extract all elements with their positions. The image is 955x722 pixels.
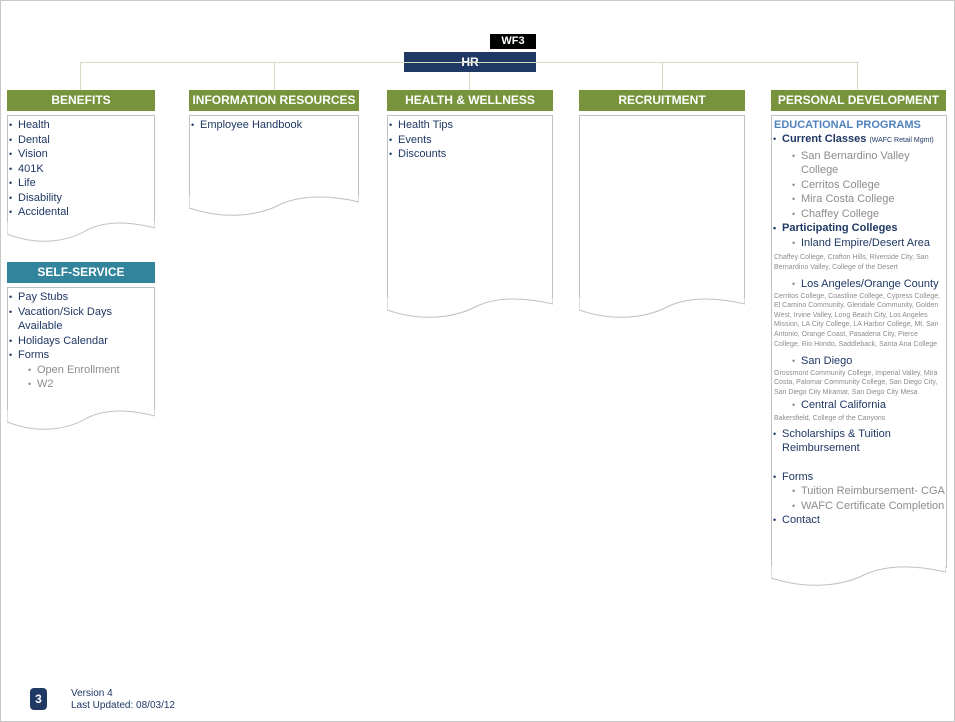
list-item[interactable]: Disability bbox=[8, 191, 154, 206]
personal-dev-list-2: Scholarships & Tuition Reimbursement For… bbox=[772, 427, 946, 528]
wave-bottom bbox=[771, 566, 946, 586]
wave-bottom bbox=[7, 410, 155, 430]
form-item[interactable]: WAFC Certificate Completion bbox=[772, 499, 946, 514]
area-item[interactable]: Los Angeles/Orange County bbox=[772, 277, 946, 292]
health-wellness-header[interactable]: HEALTH & WELLNESS bbox=[387, 90, 553, 111]
area-list: Los Angeles/Orange County bbox=[772, 277, 946, 292]
list-item[interactable]: 401K bbox=[8, 162, 154, 177]
college-item[interactable]: San Bernardino Valley College bbox=[772, 149, 946, 178]
list-item[interactable]: Discounts bbox=[388, 147, 552, 162]
list-item[interactable]: Dental bbox=[8, 133, 154, 148]
list-sub-item[interactable]: W2 bbox=[8, 377, 154, 392]
area-college-list: Chaffey College, Crafton Hills, Riversid… bbox=[774, 254, 929, 271]
health-wellness-card: Health Tips Events Discounts bbox=[387, 115, 553, 318]
list-item[interactable]: Life bbox=[8, 176, 154, 191]
connector-horizontal bbox=[80, 62, 859, 63]
wf3-tag: WF3 bbox=[490, 34, 536, 49]
area-college-list: Grossmont Community College, Imperial Va… bbox=[774, 369, 938, 396]
list-item[interactable]: Pay Stubs bbox=[8, 290, 154, 305]
list-item[interactable]: Health bbox=[8, 118, 154, 133]
wave-bottom bbox=[7, 222, 155, 242]
area-college-list: Bakersfield, College of the Canyons bbox=[774, 415, 886, 423]
connector-benefits bbox=[80, 62, 81, 90]
wave-bottom bbox=[189, 196, 359, 216]
area-item[interactable]: San Diego bbox=[772, 354, 946, 369]
participating-colleges-item[interactable]: Participating Colleges bbox=[772, 221, 946, 236]
list-item[interactable]: Vision bbox=[8, 147, 154, 162]
personal-dev-header[interactable]: PERSONAL DEVELOPMENT bbox=[771, 90, 946, 111]
version-text: Version 4 bbox=[71, 688, 113, 699]
connector-info-resources bbox=[274, 62, 275, 90]
self-service-header[interactable]: SELF-SERVICE bbox=[7, 262, 155, 283]
list-item[interactable]: Health Tips bbox=[388, 118, 552, 133]
benefits-card: Health Dental Vision 401K Life Disabilit… bbox=[7, 115, 155, 242]
area-list: Central California bbox=[772, 398, 946, 413]
area-item[interactable]: Inland Empire/Desert Area bbox=[772, 236, 946, 251]
current-classes-label: Current Classes bbox=[782, 133, 867, 145]
self-service-list: Pay Stubs Vacation/Sick Days Available H… bbox=[8, 288, 154, 392]
wave-bottom bbox=[579, 298, 745, 318]
personal-dev-content: EDUCATIONAL PROGRAMS Current Classes (WA… bbox=[772, 116, 946, 528]
benefits-list: Health Dental Vision 401K Life Disabilit… bbox=[8, 116, 154, 220]
health-wellness-list: Health Tips Events Discounts bbox=[388, 116, 552, 162]
current-classes-note: (WAFC Retail Mgmt) bbox=[869, 137, 934, 144]
personal-dev-list: Current Classes (WAFC Retail Mgmt) San B… bbox=[772, 132, 946, 250]
forms-item[interactable]: Forms bbox=[772, 470, 946, 485]
wave-bottom bbox=[387, 298, 553, 318]
list-item[interactable]: Forms bbox=[8, 348, 154, 363]
connector-recruitment bbox=[662, 62, 663, 90]
connector-personal-dev bbox=[857, 62, 858, 90]
list-item[interactable]: Events bbox=[388, 133, 552, 148]
current-classes-item[interactable]: Current Classes (WAFC Retail Mgmt) bbox=[772, 132, 946, 149]
area-list: San Diego bbox=[772, 354, 946, 369]
info-resources-card: Employee Handbook bbox=[189, 115, 359, 216]
list-item[interactable]: Vacation/Sick Days Available bbox=[8, 305, 154, 334]
scholarships-item[interactable]: Scholarships & Tuition Reimbursement bbox=[772, 427, 946, 456]
personal-dev-card: EDUCATIONAL PROGRAMS Current Classes (WA… bbox=[771, 115, 947, 586]
college-item[interactable]: Mira Costa College bbox=[772, 192, 946, 207]
info-resources-list: Employee Handbook bbox=[190, 116, 358, 133]
benefits-header[interactable]: BENEFITS bbox=[7, 90, 155, 111]
list-item[interactable]: Accidental bbox=[8, 205, 154, 220]
list-sub-item[interactable]: Open Enrollment bbox=[8, 363, 154, 378]
list-item[interactable]: Employee Handbook bbox=[190, 118, 358, 133]
last-updated-text: Last Updated: 08/03/12 bbox=[71, 700, 175, 711]
list-item[interactable]: Holidays Calendar bbox=[8, 334, 154, 349]
recruitment-card bbox=[579, 115, 745, 318]
self-service-card: Pay Stubs Vacation/Sick Days Available H… bbox=[7, 287, 155, 430]
info-resources-header[interactable]: INFORMATION RESOURCES bbox=[189, 90, 359, 111]
edu-programs-title: EDUCATIONAL PROGRAMS bbox=[774, 119, 921, 131]
recruitment-header[interactable]: RECRUITMENT bbox=[579, 90, 745, 111]
contact-item[interactable]: Contact bbox=[772, 513, 946, 528]
connector-health-wellness bbox=[469, 72, 470, 90]
form-item[interactable]: Tuition Reimbursement- CGA bbox=[772, 484, 946, 499]
area-item[interactable]: Central California bbox=[772, 398, 946, 413]
page-number-badge: 3 bbox=[30, 688, 47, 710]
area-college-list: Cerritos College, Coastline College, Cyp… bbox=[774, 292, 941, 348]
footer-info: Version 4 Last Updated: 08/03/12 bbox=[71, 688, 175, 712]
college-item[interactable]: Chaffey College bbox=[772, 207, 946, 222]
college-item[interactable]: Cerritos College bbox=[772, 178, 946, 193]
